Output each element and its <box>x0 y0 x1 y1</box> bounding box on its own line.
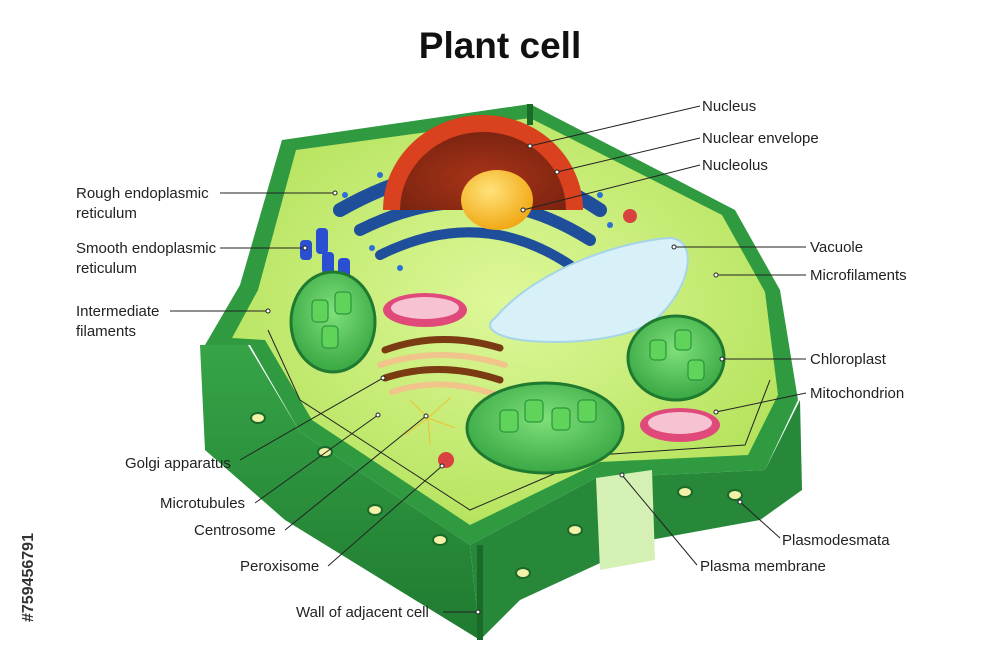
leader-lines <box>170 105 807 613</box>
label-nuclear-envelope: Nuclear envelope <box>702 130 819 147</box>
label-smooth-er-line2: reticulum <box>76 260 137 277</box>
mitochondrion <box>640 408 720 442</box>
vacuole <box>489 236 689 343</box>
stock-id-text: #759456791 <box>20 533 37 622</box>
label-microtubules: Microtubules <box>160 495 245 512</box>
intermediate-filament-line <box>267 329 771 511</box>
label-vacuole: Vacuole <box>810 239 863 256</box>
chloroplast-right <box>626 314 726 402</box>
plasmodesmata-pores <box>250 412 743 579</box>
mitochondrion-top <box>383 293 467 327</box>
nucleus <box>383 115 583 230</box>
label-microfilaments: Microfilaments <box>810 267 907 284</box>
label-centrosome: Centrosome <box>194 522 276 539</box>
label-wall-adjacent: Wall of adjacent cell <box>296 604 429 621</box>
chloroplast-left <box>289 270 377 374</box>
label-peroxisome: Peroxisome <box>240 558 319 575</box>
label-golgi: Golgi apparatus <box>125 455 231 472</box>
cell-wall-front <box>200 345 480 640</box>
label-plasmodesmata: Plasmodesmata <box>782 532 890 549</box>
label-chloroplast: Chloroplast <box>810 351 887 368</box>
labels: Nucleus Nuclear envelope Nucleolus Rough… <box>76 98 907 621</box>
plasma-membrane-band <box>596 470 655 570</box>
chloroplast-bottom <box>465 381 625 475</box>
page-title: Plant cell <box>419 25 581 66</box>
peroxisome-top <box>623 209 637 223</box>
stock-id-vertical: #759456791 <box>6 432 37 622</box>
label-nucleolus: Nucleolus <box>702 157 768 174</box>
label-rough-er-line1: Rough endoplasmic <box>76 185 209 202</box>
leader-dots <box>265 143 743 615</box>
label-intermediate-line2: filaments <box>76 323 136 340</box>
nucleolus <box>461 170 533 230</box>
thylakoid-stacks <box>311 291 705 433</box>
label-intermediate-line1: Intermediate <box>76 303 159 320</box>
label-plasma-membrane: Plasma membrane <box>700 558 826 575</box>
golgi-apparatus <box>377 335 508 397</box>
label-smooth-er-line1: Smooth endoplasmic <box>76 240 217 257</box>
label-nucleus: Nucleus <box>702 98 756 115</box>
label-rough-er-line2: reticulum <box>76 205 137 222</box>
centrosome <box>404 397 456 446</box>
label-mitochondrion: Mitochondrion <box>810 385 904 402</box>
